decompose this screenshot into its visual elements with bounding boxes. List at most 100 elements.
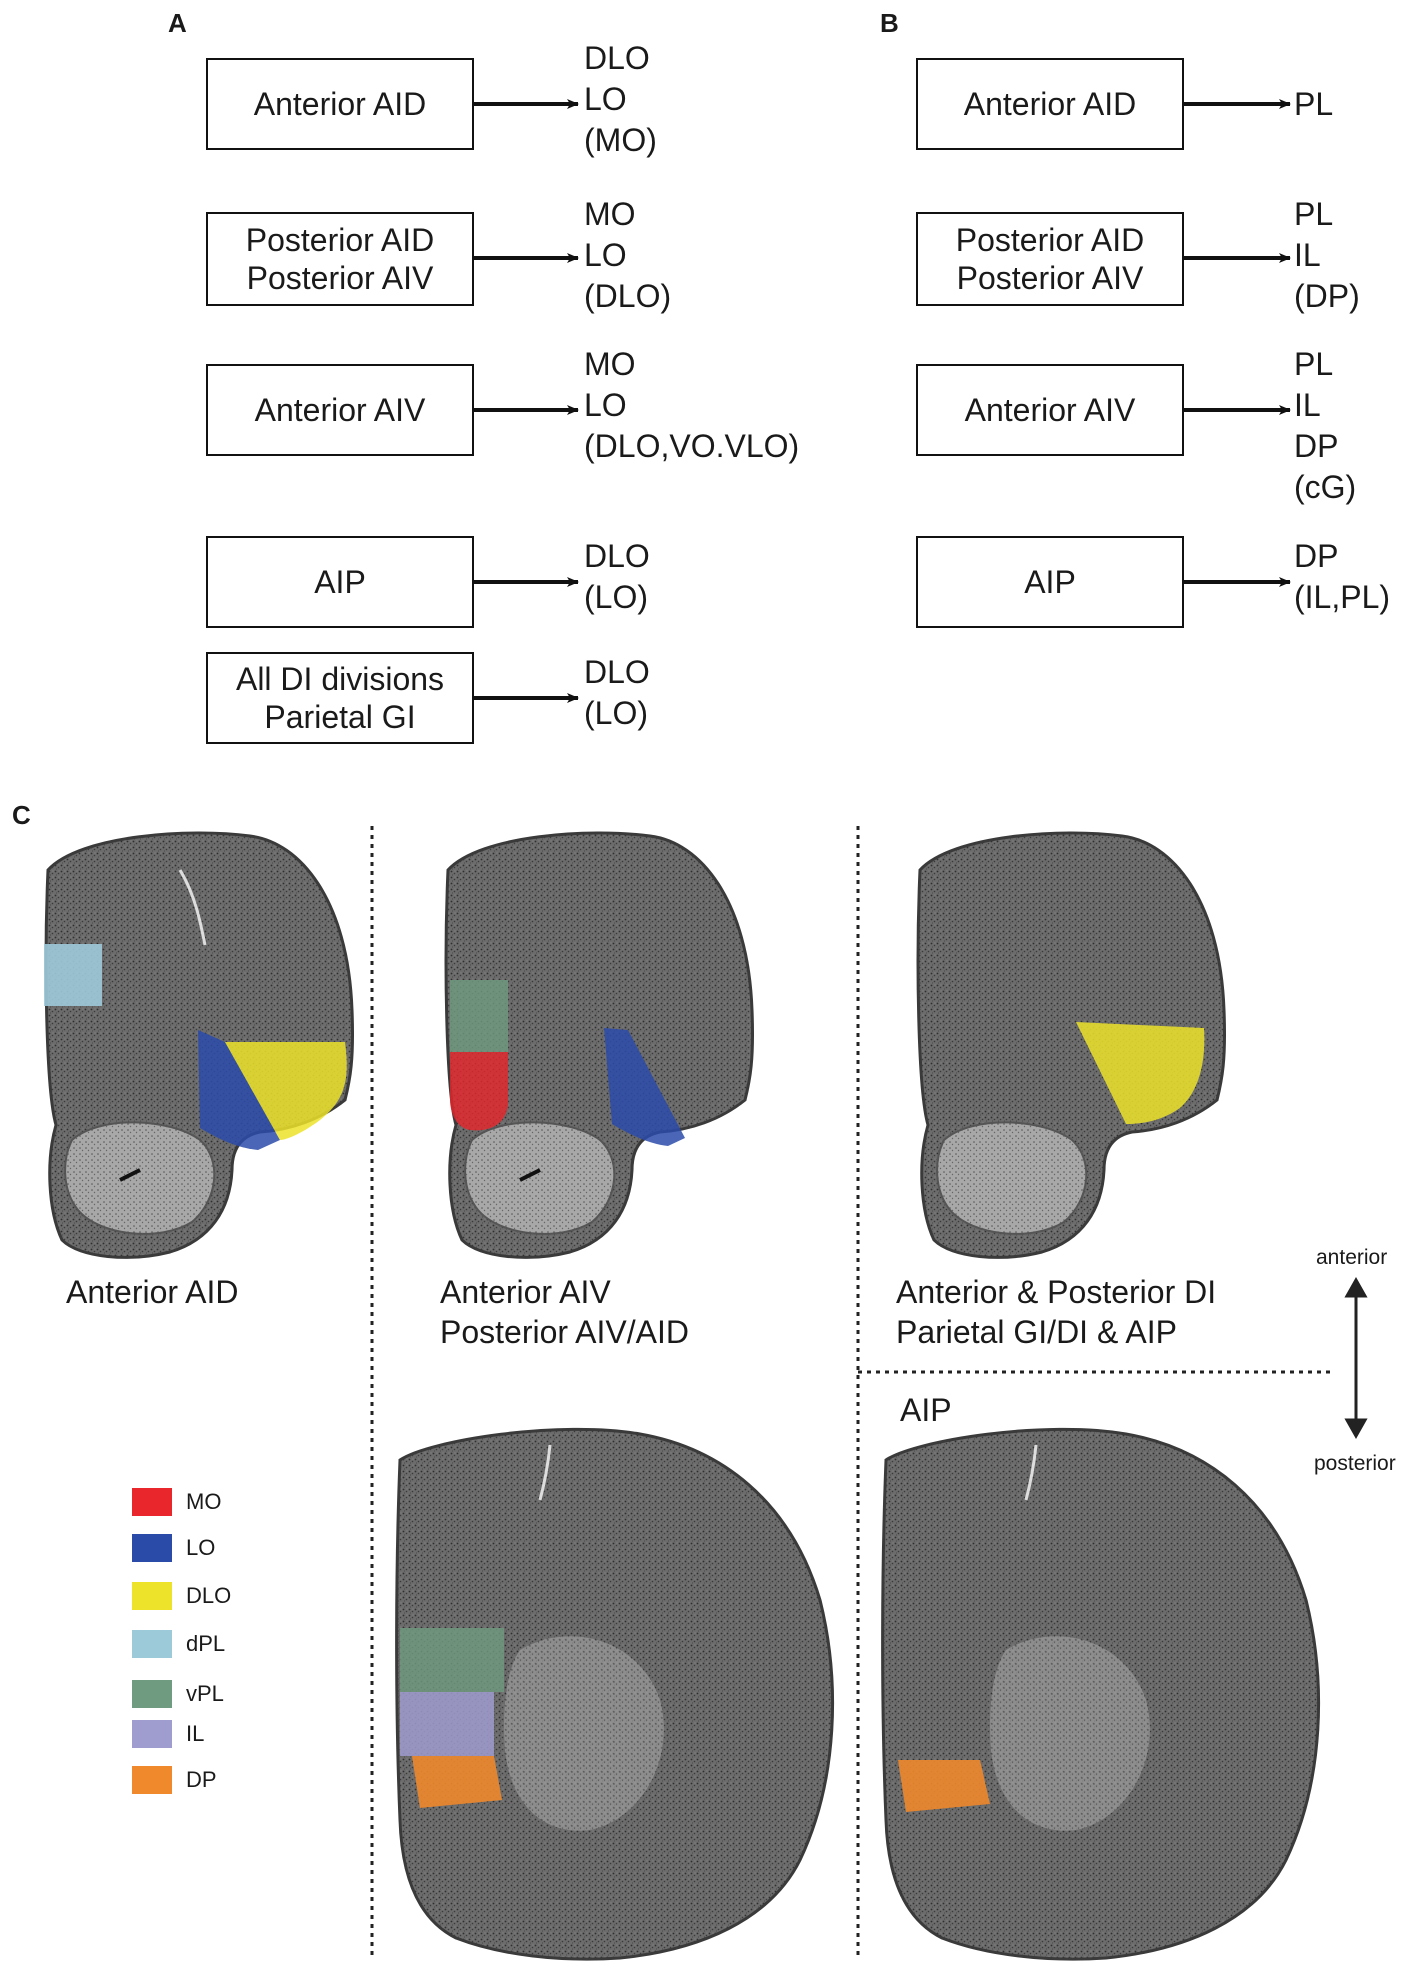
source-line: Anterior AIV xyxy=(964,392,1136,428)
legend-label: IL xyxy=(186,1721,205,1746)
legend-swatch xyxy=(132,1534,172,1562)
source-box-b-0: Anterior AID xyxy=(916,58,1184,150)
source-box-b-1: Posterior AID Posterior AIV xyxy=(916,212,1184,306)
target-list-b-0: PL xyxy=(1294,84,1333,125)
source-line: Posterior AIV xyxy=(956,260,1144,296)
legend-item-lo: LO xyxy=(132,1534,215,1562)
source-box-b-2: Anterior AIV xyxy=(916,364,1184,456)
legend-swatch xyxy=(132,1630,172,1658)
target-list-b-3: DP (IL,PL) xyxy=(1294,536,1390,618)
caption-line: Anterior & Posterior DI xyxy=(896,1274,1217,1310)
target-list-b-2: PL IL DP (cG) xyxy=(1294,344,1356,508)
target-item: DLO xyxy=(584,40,650,76)
legend-item-dlo: DLO xyxy=(132,1582,231,1610)
legend-swatch xyxy=(132,1680,172,1708)
legend-item-mo: MO xyxy=(132,1488,221,1516)
target-item: DP xyxy=(1294,538,1339,574)
source-line: Posterior AID xyxy=(245,222,435,258)
source-line: AIP xyxy=(1024,564,1076,600)
source-line: Parietal GI xyxy=(264,699,416,735)
panel-label-b: B xyxy=(880,8,899,38)
source-line: Anterior AID xyxy=(963,86,1137,122)
axis-label-anterior: anterior xyxy=(1316,1246,1388,1269)
target-list-a-2: MO LO (DLO,VO.VLO) xyxy=(584,344,799,467)
source-line: Anterior AID xyxy=(253,86,427,122)
legend-item-il: IL xyxy=(132,1720,204,1748)
axis-label-posterior: posterior xyxy=(1314,1452,1396,1475)
target-item: PL xyxy=(1294,346,1334,382)
source-box-b-3: AIP xyxy=(916,536,1184,628)
target-item: DP xyxy=(1294,428,1339,464)
divider-lines xyxy=(370,826,1330,1960)
caption-col3: Anterior & Posterior DI Parietal GI/DI &… xyxy=(896,1272,1216,1352)
caption-col1: Anterior AID xyxy=(66,1272,239,1312)
brain-section-4 xyxy=(395,1427,835,1961)
caption-line: Posterior AIV/AID xyxy=(440,1314,689,1350)
source-box-a-1: Posterior AID Posterior AIV xyxy=(206,212,474,306)
target-item: LO xyxy=(584,387,627,423)
source-box-a-4: All DI divisions Parietal GI xyxy=(206,652,474,744)
target-item: DLO xyxy=(584,538,650,574)
source-line: Posterior AIV xyxy=(246,260,434,296)
target-item: MO xyxy=(584,346,636,382)
caption-col3-lower: AIP xyxy=(900,1390,952,1430)
target-item: (cG) xyxy=(1294,469,1357,505)
target-item: (LO) xyxy=(584,579,648,615)
target-item: MO xyxy=(584,196,636,232)
panel-label-c: C xyxy=(12,800,31,830)
target-item: (DP) xyxy=(1294,278,1360,314)
target-list-a-4: DLO (LO) xyxy=(584,652,650,734)
target-list-b-1: PL IL (DP) xyxy=(1294,194,1360,317)
source-line: Posterior AID xyxy=(955,222,1145,258)
legend-swatch xyxy=(132,1766,172,1794)
legend-swatch xyxy=(132,1720,172,1748)
target-item: IL xyxy=(1294,387,1321,423)
region-dp xyxy=(412,1756,502,1808)
region-vpl xyxy=(400,1628,504,1692)
source-line: AIP xyxy=(314,564,366,600)
legend-label: LO xyxy=(186,1535,216,1560)
source-line: All DI divisions xyxy=(235,661,445,697)
caption-line: Anterior AID xyxy=(66,1274,239,1310)
arrows-panel-a xyxy=(474,99,579,703)
legend-label: vPL xyxy=(186,1681,224,1706)
region-dlo xyxy=(225,1042,347,1140)
legend-label: MO xyxy=(186,1489,222,1514)
source-box-a-0: Anterior AID xyxy=(206,58,474,150)
arrows-panel-b xyxy=(1184,99,1291,587)
target-item: DLO xyxy=(584,654,650,690)
ap-axis-arrow xyxy=(1344,1276,1368,1440)
legend-label: DP xyxy=(186,1767,217,1792)
legend-item-dp: DP xyxy=(132,1766,217,1794)
panel-label-a: A xyxy=(168,8,187,38)
target-item: (DLO) xyxy=(584,278,672,314)
target-item: IL xyxy=(1294,237,1321,273)
brain-section-2 xyxy=(444,831,755,1259)
target-item: (DLO,VO.VLO) xyxy=(584,428,800,464)
brain-section-1 xyxy=(44,831,355,1259)
source-box-a-2: Anterior AIV xyxy=(206,364,474,456)
brain-section-3 xyxy=(916,831,1227,1259)
target-item: (IL,PL) xyxy=(1294,579,1391,615)
caption-line: AIP xyxy=(900,1392,952,1428)
target-list-a-3: DLO (LO) xyxy=(584,536,650,618)
legend-swatch xyxy=(132,1488,172,1516)
target-item: LO xyxy=(584,237,627,273)
target-item: LO xyxy=(584,81,627,117)
region-dlo xyxy=(1076,1022,1205,1124)
legend-label: dPL xyxy=(186,1631,226,1656)
region-dp xyxy=(898,1760,990,1812)
region-il xyxy=(400,1692,494,1756)
region-dpl xyxy=(44,944,102,1006)
legend-item-dpl: dPL xyxy=(132,1630,225,1658)
caption-col2: Anterior AIV Posterior AIV/AID xyxy=(440,1272,689,1352)
region-mo xyxy=(450,1052,508,1131)
region-vpl xyxy=(450,980,508,1052)
legend-label: DLO xyxy=(186,1583,232,1608)
region-lo xyxy=(198,1030,280,1150)
legend-swatch xyxy=(132,1582,172,1610)
source-box-a-3: AIP xyxy=(206,536,474,628)
target-list-a-1: MO LO (DLO) xyxy=(584,194,671,317)
caption-line: Parietal GI/DI & AIP xyxy=(896,1314,1177,1350)
